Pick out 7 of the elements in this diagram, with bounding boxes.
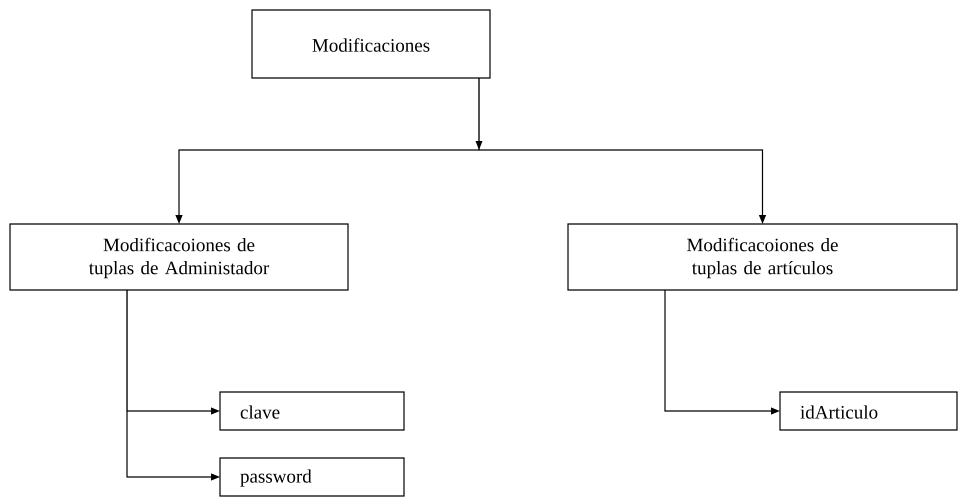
box: Modificacoiones de tuplas de artículos [567,223,958,291]
box: Modificacoiones de tuplas de Administador [9,223,349,291]
box: idArticulo [779,391,958,431]
box: Modificaciones [251,9,491,79]
box: password [219,457,405,497]
box: clave [219,391,405,431]
arrowhead [476,141,482,150]
